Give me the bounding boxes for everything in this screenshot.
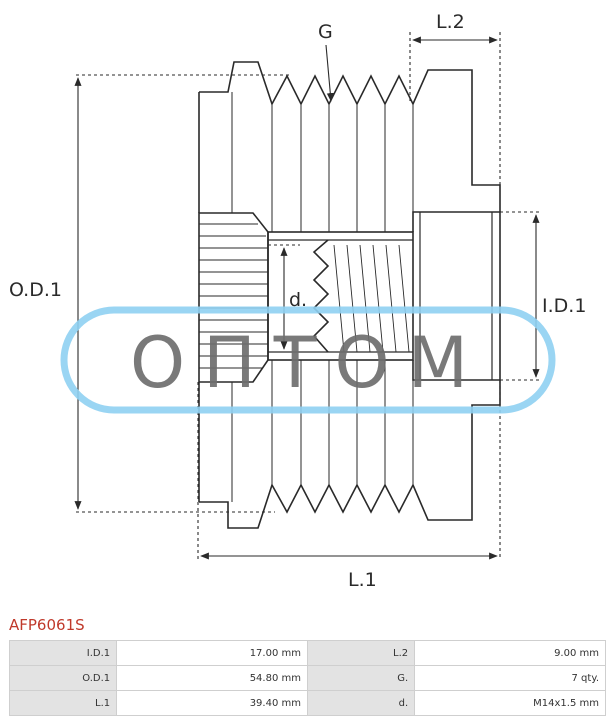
spec-label: d. [306,690,416,716]
label-l1: L.1 [348,569,377,591]
spec-value: 17.00 mm [116,640,308,666]
watermark-text: ОПТОМ [130,322,486,404]
label-od1: O.D.1 [9,279,62,301]
pulley-outline [198,61,501,529]
spec-label: L.1 [8,690,118,716]
spec-value: M14x1.5 mm [414,690,606,716]
part-code: AFP6061S [9,616,85,634]
spec-value: 9.00 mm [414,640,606,666]
spec-label: I.D.1 [8,640,118,666]
spec-label: G. [306,665,416,691]
inner-bore [412,211,501,381]
pulley-technical-drawing: G L.2 O.D.1 I.D.1 d. L.1 ОПТОМ [9,11,586,591]
spec-label: O.D.1 [8,665,118,691]
label-id1: I.D.1 [542,295,586,317]
rib-lines [231,92,414,502]
watermark: ОПТОМ [60,306,556,414]
spec-label: L.2 [306,640,416,666]
spec-value: 7 qty. [414,665,606,691]
label-l2: L.2 [436,11,465,33]
label-d: d. [289,289,307,311]
threaded-bore [267,231,414,361]
spec-value: 54.80 mm [116,665,308,691]
spec-value: 39.40 mm [116,690,308,716]
thread-zigzag [312,239,330,353]
label-g: G [318,21,333,43]
